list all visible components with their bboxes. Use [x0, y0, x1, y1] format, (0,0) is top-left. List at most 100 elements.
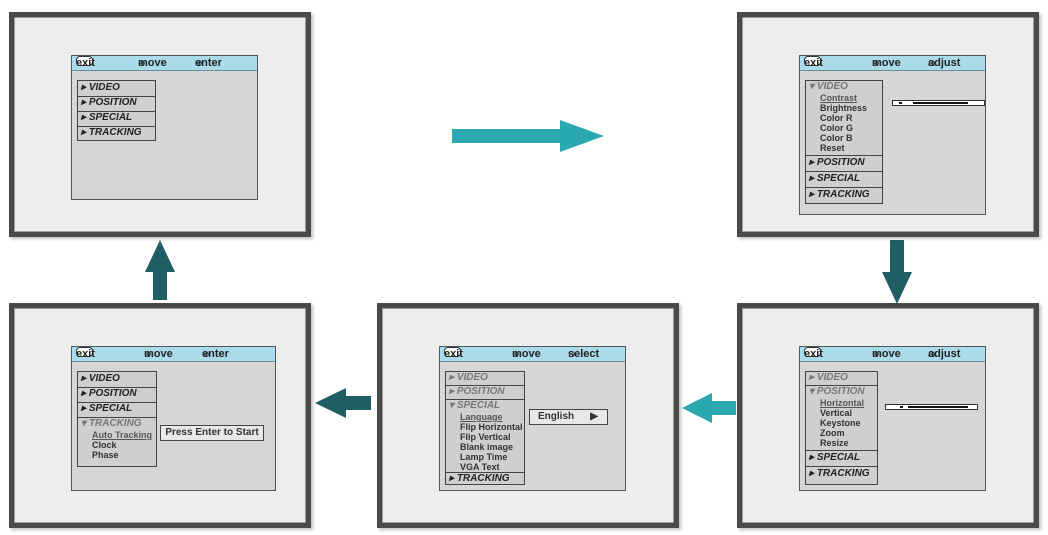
osd-menu-panel: ▸ VIDEO ▸ POSITION ▾ SPECIAL Language Fl… [445, 371, 525, 485]
submenu-item[interactable]: Resize [820, 438, 849, 448]
submenu-item[interactable]: Brightness [820, 103, 868, 113]
contrast-slider[interactable] [892, 100, 985, 106]
menu-item-video[interactable]: ▸ VIDEO [81, 373, 120, 384]
submenu-item[interactable]: Color B [820, 133, 853, 143]
menu-item-tracking[interactable]: ▸ TRACKING [809, 468, 870, 479]
osd-screen: exit ⊕move ⊚enter ▸ VIDEO ▸ POSITION ▸ S… [71, 55, 258, 200]
menu-item-special[interactable]: ▸ SPECIAL [81, 112, 133, 123]
move-hint: move [872, 57, 901, 69]
exit-hint: exit [804, 57, 823, 69]
slider-knob [899, 102, 902, 104]
submenu-item[interactable]: Auto Tracking [92, 430, 153, 440]
menu-item-position[interactable]: ▸ POSITION [81, 388, 137, 399]
osd-screen: exit ⊕move ⊖adjust ▾ VIDEO Contrast Brig… [799, 55, 986, 215]
osd-header: exit ⊕move ⊚enter [72, 347, 275, 362]
enter-hint: enter [195, 57, 222, 69]
menu-item-position[interactable]: ▾ POSITION [809, 386, 865, 397]
submenu-item[interactable]: Zoom [820, 428, 845, 438]
menu-item-tracking[interactable]: ▾ TRACKING [81, 418, 142, 429]
arrow-up [145, 240, 175, 300]
press-enter-prompt[interactable]: Press Enter to Start [160, 425, 264, 441]
adjust-hint: adjust [928, 57, 961, 69]
menu-button-icon [76, 56, 93, 66]
screen-frame-video: exit ⊕move ⊖adjust ▾ VIDEO Contrast Brig… [737, 12, 1039, 237]
exit-hint: exit [76, 348, 95, 360]
osd-header: exit ⊕move ⊖adjust [800, 347, 985, 362]
osd-menu-panel: ▾ VIDEO Contrast Brightness Color R Colo… [805, 80, 883, 204]
slider-knob [900, 406, 903, 408]
horizontal-slider[interactable] [885, 404, 978, 410]
submenu-item[interactable]: Lamp Time [460, 452, 508, 462]
menu-item-special[interactable]: ▸ SPECIAL [81, 403, 133, 414]
move-hint: move [144, 348, 173, 360]
move-icon: ⊕ [872, 58, 880, 68]
submenu-item[interactable]: Reset [820, 143, 845, 153]
submenu-item[interactable]: Contrast [820, 93, 858, 103]
osd-screen: exit ⊕move ⊖select ▸ VIDEO ▸ POSITION ▾ … [439, 346, 626, 491]
screen-frame-tracking: exit ⊕move ⊚enter ▸ VIDEO ▸ POSITION ▸ S… [9, 303, 311, 528]
osd-menu-panel: ▸ VIDEO ▾ POSITION Horizontal Vertical K… [805, 371, 878, 485]
move-icon: ⊕ [138, 58, 146, 68]
move-icon: ⊕ [144, 349, 152, 359]
slider-fill [913, 102, 968, 104]
submenu-item[interactable]: Phase [92, 450, 119, 460]
menu-item-video[interactable]: ▸ VIDEO [809, 372, 848, 383]
arrow-right [452, 120, 604, 152]
menu-item-video[interactable]: ▸ VIDEO [449, 372, 488, 383]
menu-item-video[interactable]: ▸ VIDEO [81, 82, 120, 93]
select-hint: select [568, 348, 600, 360]
arrow-down [882, 240, 912, 304]
arrow-left-left-pair [315, 388, 371, 418]
screen-frame-position: exit ⊕move ⊖adjust ▸ VIDEO ▾ POSITION Ho… [737, 303, 1039, 528]
triangle-right-icon: ▶ [590, 411, 598, 422]
osd-menu-panel: ▸ VIDEO ▸ POSITION ▸ SPECIAL ▾ TRACKING … [77, 371, 157, 467]
submenu-item[interactable]: Keystone [820, 418, 861, 428]
osd-header: exit ⊕move ⊖adjust [800, 56, 985, 71]
menu-button-icon [804, 56, 821, 66]
submenu-item[interactable]: Vertical [820, 408, 853, 418]
menu-item-position[interactable]: ▸ POSITION [81, 97, 137, 108]
menu-item-special[interactable]: ▸ SPECIAL [809, 452, 861, 463]
screen-frame-special: exit ⊕move ⊖select ▸ VIDEO ▸ POSITION ▾ … [377, 303, 679, 528]
menu-item-video[interactable]: ▾ VIDEO [809, 81, 848, 92]
move-icon: ⊕ [512, 349, 520, 359]
language-selector[interactable]: English ▶ [529, 409, 608, 425]
move-hint: move [138, 57, 167, 69]
adjust-icon: ⊖ [928, 58, 936, 68]
submenu-item[interactable]: Flip Horizontal [460, 422, 523, 432]
select-icon: ⊖ [568, 349, 576, 359]
submenu-item[interactable]: Color R [820, 113, 853, 123]
adjust-icon: ⊖ [928, 349, 936, 359]
menu-button-icon [76, 347, 93, 357]
move-icon: ⊕ [872, 349, 880, 359]
exit-hint: exit [804, 348, 823, 360]
menu-item-tracking[interactable]: ▸ TRACKING [81, 127, 142, 138]
screen-frame-main-menu: exit ⊕move ⊚enter ▸ VIDEO ▸ POSITION ▸ S… [9, 12, 311, 237]
osd-screen: exit ⊕move ⊖adjust ▸ VIDEO ▾ POSITION Ho… [799, 346, 986, 491]
submenu-item[interactable]: Flip Vertical [460, 432, 511, 442]
osd-header: exit ⊕move ⊚enter [72, 56, 257, 71]
language-value: English [538, 411, 575, 422]
submenu-item[interactable]: Color G [820, 123, 853, 133]
submenu-item[interactable]: VGA Text [460, 462, 500, 472]
exit-hint: exit [76, 57, 95, 69]
menu-item-tracking[interactable]: ▸ TRACKING [809, 189, 870, 200]
move-hint: move [512, 348, 541, 360]
osd-menu-panel: ▸ VIDEO ▸ POSITION ▸ SPECIAL ▸ TRACKING [77, 80, 156, 141]
menu-button-icon [804, 347, 821, 357]
move-hint: move [872, 348, 901, 360]
menu-item-special[interactable]: ▸ SPECIAL [809, 173, 861, 184]
menu-item-position[interactable]: ▸ POSITION [449, 386, 505, 397]
exit-hint: exit [444, 348, 463, 360]
submenu-item[interactable]: Horizontal [820, 398, 864, 408]
enter-hint: enter [202, 348, 229, 360]
submenu-item[interactable]: Language [460, 412, 503, 422]
menu-item-tracking[interactable]: ▸ TRACKING [449, 473, 510, 484]
enter-icon: ⊚ [195, 58, 203, 68]
arrow-left-right-pair [682, 393, 736, 423]
menu-item-special[interactable]: ▾ SPECIAL [449, 400, 501, 411]
submenu-item[interactable]: Clock [92, 440, 117, 450]
menu-item-position[interactable]: ▸ POSITION [809, 157, 865, 168]
submenu-item[interactable]: Blank image [460, 442, 514, 452]
